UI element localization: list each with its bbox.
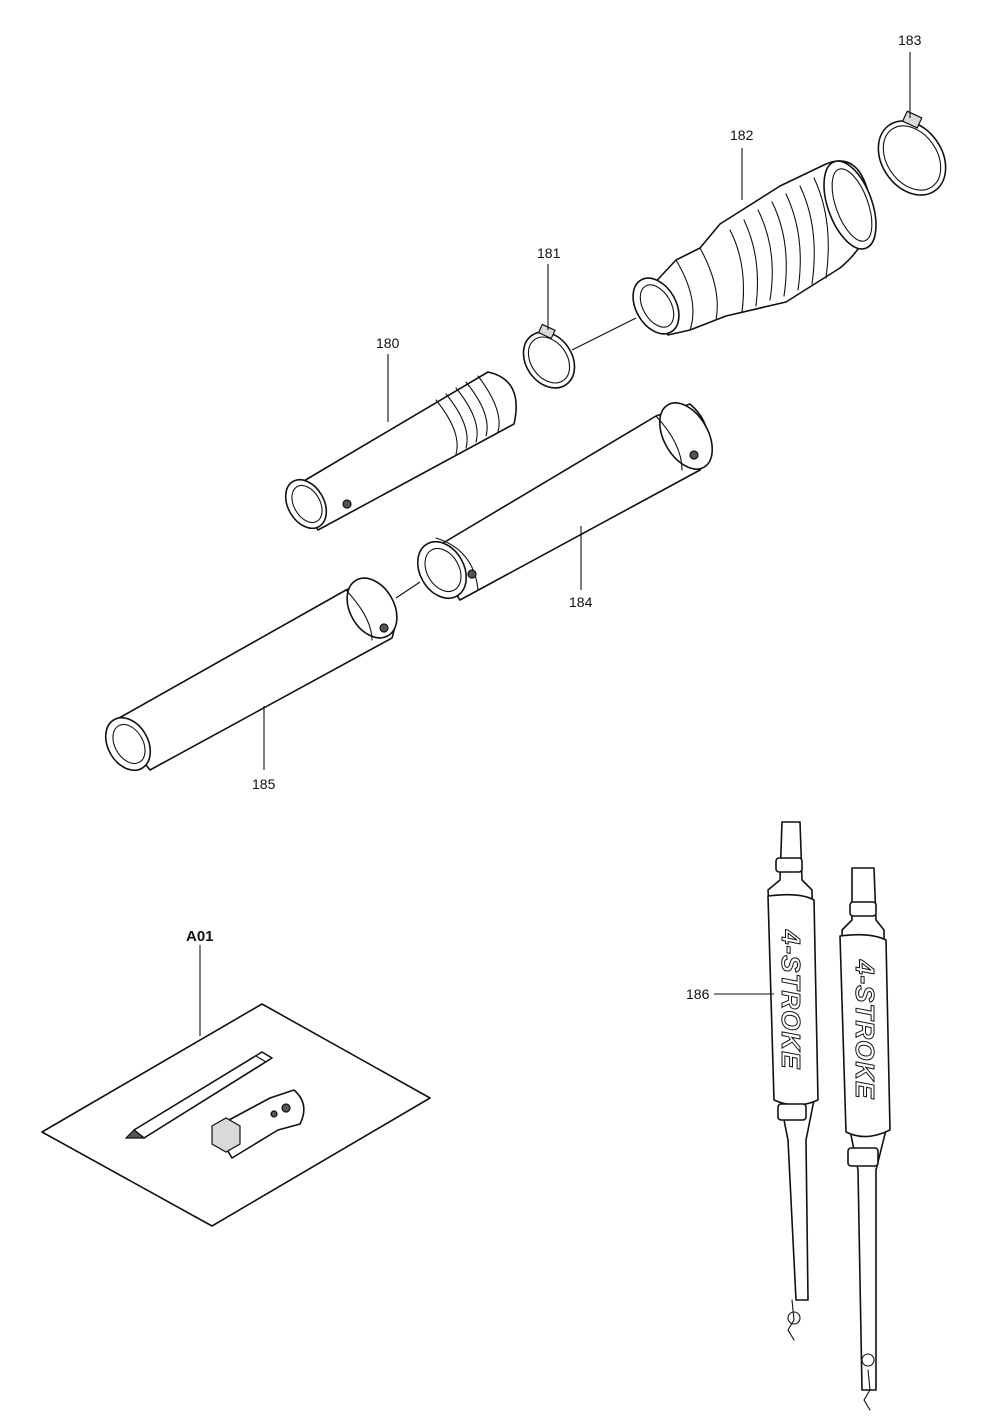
callout-183: 183 xyxy=(898,32,922,48)
alignment-line xyxy=(571,317,637,351)
callout-181: 181 xyxy=(537,245,561,261)
strap-logo: 4-STROKE xyxy=(850,959,880,1099)
spark-plug-wrench xyxy=(211,1089,305,1159)
part-182-bellows-hose[interactable] xyxy=(624,154,887,342)
callout-186: 186 xyxy=(686,986,710,1002)
part-a01-tool-kit[interactable] xyxy=(41,1003,431,1227)
part-186-shoulder-strap[interactable]: 4-STROKE 4-STROKE xyxy=(767,821,891,1411)
callout-180: 180 xyxy=(376,335,400,351)
part-181-hose-clamp[interactable] xyxy=(513,322,585,398)
callout-182: 182 xyxy=(730,127,754,143)
part-183-hose-clamp[interactable] xyxy=(864,108,959,208)
part-184-pipe[interactable] xyxy=(408,394,723,607)
alignment-line xyxy=(395,581,421,599)
strap-logo: 4-STROKE xyxy=(776,929,806,1069)
part-185-nozzle[interactable] xyxy=(97,569,407,778)
screwdriver-bit xyxy=(124,1051,273,1139)
callout-a01: A01 xyxy=(186,928,214,945)
leader-lines xyxy=(199,52,911,1036)
part-180-swivel-tube[interactable] xyxy=(277,371,517,536)
callout-184: 184 xyxy=(569,594,593,610)
callout-185: 185 xyxy=(252,776,276,792)
